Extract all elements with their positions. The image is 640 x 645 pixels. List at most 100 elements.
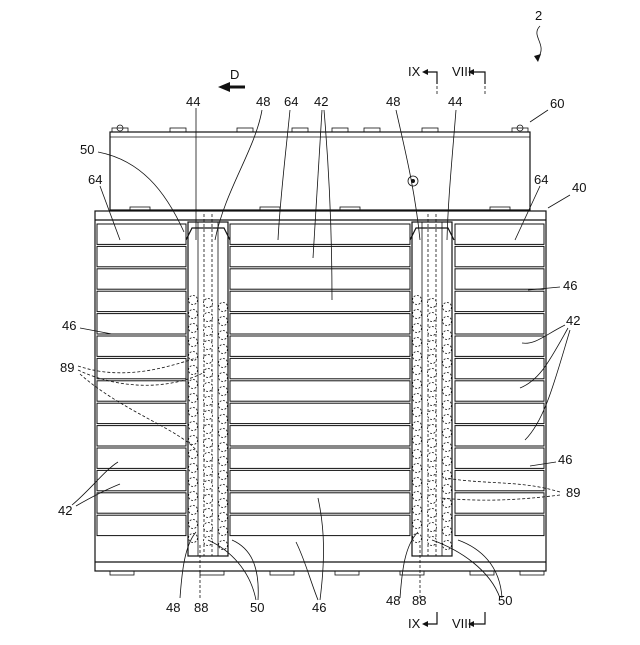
label-89-left: 89 (60, 360, 74, 375)
battery-cell (230, 246, 410, 266)
bubble (428, 411, 437, 420)
ref-leader (537, 26, 541, 58)
label-64-right: 64 (534, 172, 548, 187)
bubble (428, 425, 437, 434)
bubble (443, 359, 452, 368)
bubble (413, 520, 422, 529)
bubble (219, 303, 228, 312)
bubble (204, 453, 213, 462)
bubble (413, 534, 422, 543)
battery-cell (230, 426, 410, 446)
battery-cell (455, 448, 544, 468)
bubble (443, 345, 452, 354)
battery-cell (230, 336, 410, 356)
bubble (204, 411, 213, 420)
bubble (219, 457, 228, 466)
battery-cell (230, 358, 410, 378)
label-48-bottom-right: 48 (386, 593, 400, 608)
label-89-right: 89 (566, 485, 580, 500)
bubble (219, 401, 228, 410)
label-44-right: 44 (448, 94, 462, 109)
bubble (204, 495, 213, 504)
battery-cell (455, 336, 544, 356)
section-arrow-top-ix (422, 69, 428, 75)
label-88-left: 88 (194, 600, 208, 615)
bubble (443, 415, 452, 424)
bubble (189, 310, 198, 319)
battery-cell (230, 403, 410, 423)
label-50-bottom-left: 50 (250, 600, 264, 615)
bubble (443, 457, 452, 466)
bubble (219, 443, 228, 452)
battery-cell (97, 403, 186, 423)
bubble (204, 383, 213, 392)
bubble (413, 324, 422, 333)
battery-cell (230, 448, 410, 468)
bubble (413, 352, 422, 361)
battery-cell (455, 403, 544, 423)
bubble (428, 523, 437, 532)
battery-cell (230, 515, 410, 535)
label-48-left: 48 (256, 94, 270, 109)
label-64-top: 64 (284, 94, 298, 109)
battery-cell (230, 470, 410, 490)
bubble (443, 429, 452, 438)
bubble (189, 296, 198, 305)
bubble (443, 303, 452, 312)
bubble (413, 422, 422, 431)
label-42-top: 42 (314, 94, 328, 109)
ref-arrowhead (534, 54, 541, 62)
label-46-bottom: 46 (312, 600, 326, 615)
battery-cell (97, 314, 186, 334)
bubble (413, 478, 422, 487)
label-50-bottom-right: 50 (498, 593, 512, 608)
housing-boss (422, 128, 438, 132)
bubble (189, 422, 198, 431)
battery-cell (455, 358, 544, 378)
label-44-left: 44 (186, 94, 200, 109)
label-46-right-upper: 46 (563, 278, 577, 293)
direction-arrowhead (218, 82, 230, 92)
bubble (413, 408, 422, 417)
battery-cell (97, 493, 186, 513)
bubble (428, 313, 437, 322)
bubble (443, 443, 452, 452)
battery-cell (455, 291, 544, 311)
label-48-bottom-left: 48 (166, 600, 180, 615)
bubble (428, 509, 437, 518)
bubble (413, 506, 422, 515)
bubble (443, 527, 452, 536)
battery-cell (230, 381, 410, 401)
battery-cell (455, 246, 544, 266)
battery-cell (97, 336, 186, 356)
bubble (428, 481, 437, 490)
bubble (219, 499, 228, 508)
bubble (443, 513, 452, 522)
bubble (428, 495, 437, 504)
housing-boss (292, 128, 308, 132)
bubble (219, 527, 228, 536)
bubble (204, 327, 213, 336)
bubble (428, 453, 437, 462)
housing-boss (364, 128, 380, 132)
bubble (189, 450, 198, 459)
bubble (189, 408, 198, 417)
bubble (189, 492, 198, 501)
label-88-right: 88 (412, 593, 426, 608)
bubble (204, 467, 213, 476)
bubble (219, 513, 228, 522)
label-40: 40 (572, 180, 586, 195)
bubble (219, 317, 228, 326)
battery-cell (455, 426, 544, 446)
leader-40 (548, 195, 570, 208)
label-48-right: 48 (386, 94, 400, 109)
bubble (428, 341, 437, 350)
bubble (443, 331, 452, 340)
bubble (428, 327, 437, 336)
bubble (189, 436, 198, 445)
battery-cell (455, 515, 544, 535)
bubble (428, 467, 437, 476)
battery-cell (97, 246, 186, 266)
battery-cell (97, 269, 186, 289)
bubble (413, 310, 422, 319)
